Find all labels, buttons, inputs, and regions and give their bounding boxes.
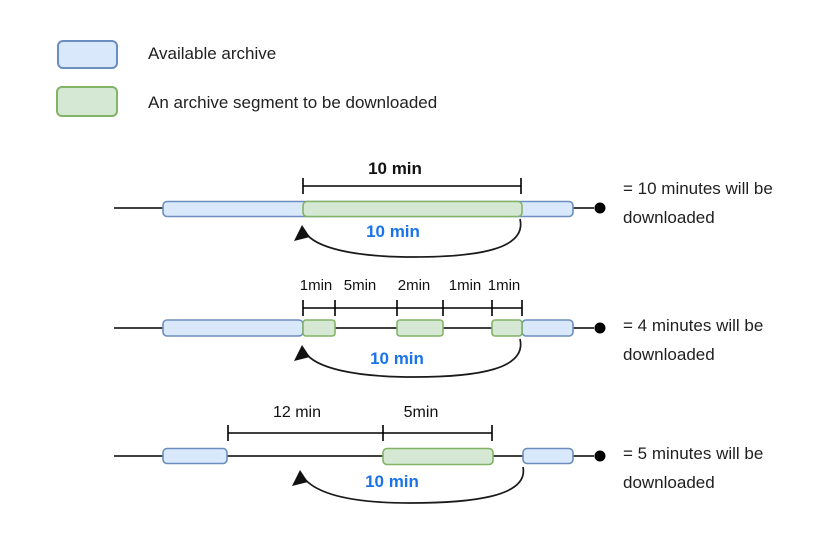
legend-swatch-available-archive <box>57 40 118 69</box>
rewind-arrow <box>304 218 522 258</box>
row1-result-text: = 10 minutes will be downloaded <box>623 179 773 227</box>
legend-label-available-archive: Available archive <box>148 44 277 63</box>
measure-bracket <box>302 178 522 194</box>
row2-segment-label-2: 5min <box>343 277 377 294</box>
timeline-end-dot-icon <box>594 450 606 462</box>
timeline-row-3 <box>114 425 606 504</box>
row2-segment-label-5: 1min <box>487 277 521 294</box>
row3-span-label-2: 5min <box>403 404 439 421</box>
row1-span-label: 10 min <box>368 159 422 178</box>
timeline-end-dot-icon <box>594 322 606 334</box>
available-archive-bar <box>162 319 304 337</box>
download-segment-bar <box>382 447 494 466</box>
measure-bracket <box>227 425 493 441</box>
timeline-end-dot-icon <box>594 202 606 214</box>
available-archive-bar <box>522 447 574 465</box>
measure-bracket <box>302 300 523 316</box>
legend-label-download-segment: An archive segment to be downloaded <box>148 93 438 112</box>
download-segment-bar <box>302 200 523 218</box>
available-archive-bar <box>162 447 228 465</box>
timeline-row-2 <box>114 300 606 378</box>
row2-result-text: = 4 minutes will be downloaded <box>623 316 764 364</box>
download-segment-bar <box>302 319 336 337</box>
rewind-arrow <box>302 466 525 504</box>
rewind-arrowhead-icon <box>292 470 308 486</box>
row2-segment-label-3: 2min <box>397 277 431 294</box>
row3-span-label-1: 12 min <box>272 404 322 421</box>
row2-segment-label-1: 1min <box>299 277 333 294</box>
timeline-row-1 <box>114 178 606 258</box>
row1-rewind-label: 10 min <box>366 222 420 241</box>
row3-result-text: = 5 minutes will be downloaded <box>623 444 764 492</box>
rewind-arrowhead-icon <box>294 345 310 361</box>
download-segment-bar <box>491 319 523 337</box>
rewind-arrow <box>304 338 522 378</box>
row3-rewind-label: 10 min <box>365 472 419 491</box>
rewind-arrowhead-icon <box>294 225 310 241</box>
download-segment-bar <box>396 319 444 337</box>
legend-swatch-download-segment <box>56 86 118 117</box>
row2-segment-label-4: 1min <box>448 277 482 294</box>
available-archive-bar <box>521 319 574 337</box>
row2-rewind-label: 10 min <box>370 349 424 368</box>
